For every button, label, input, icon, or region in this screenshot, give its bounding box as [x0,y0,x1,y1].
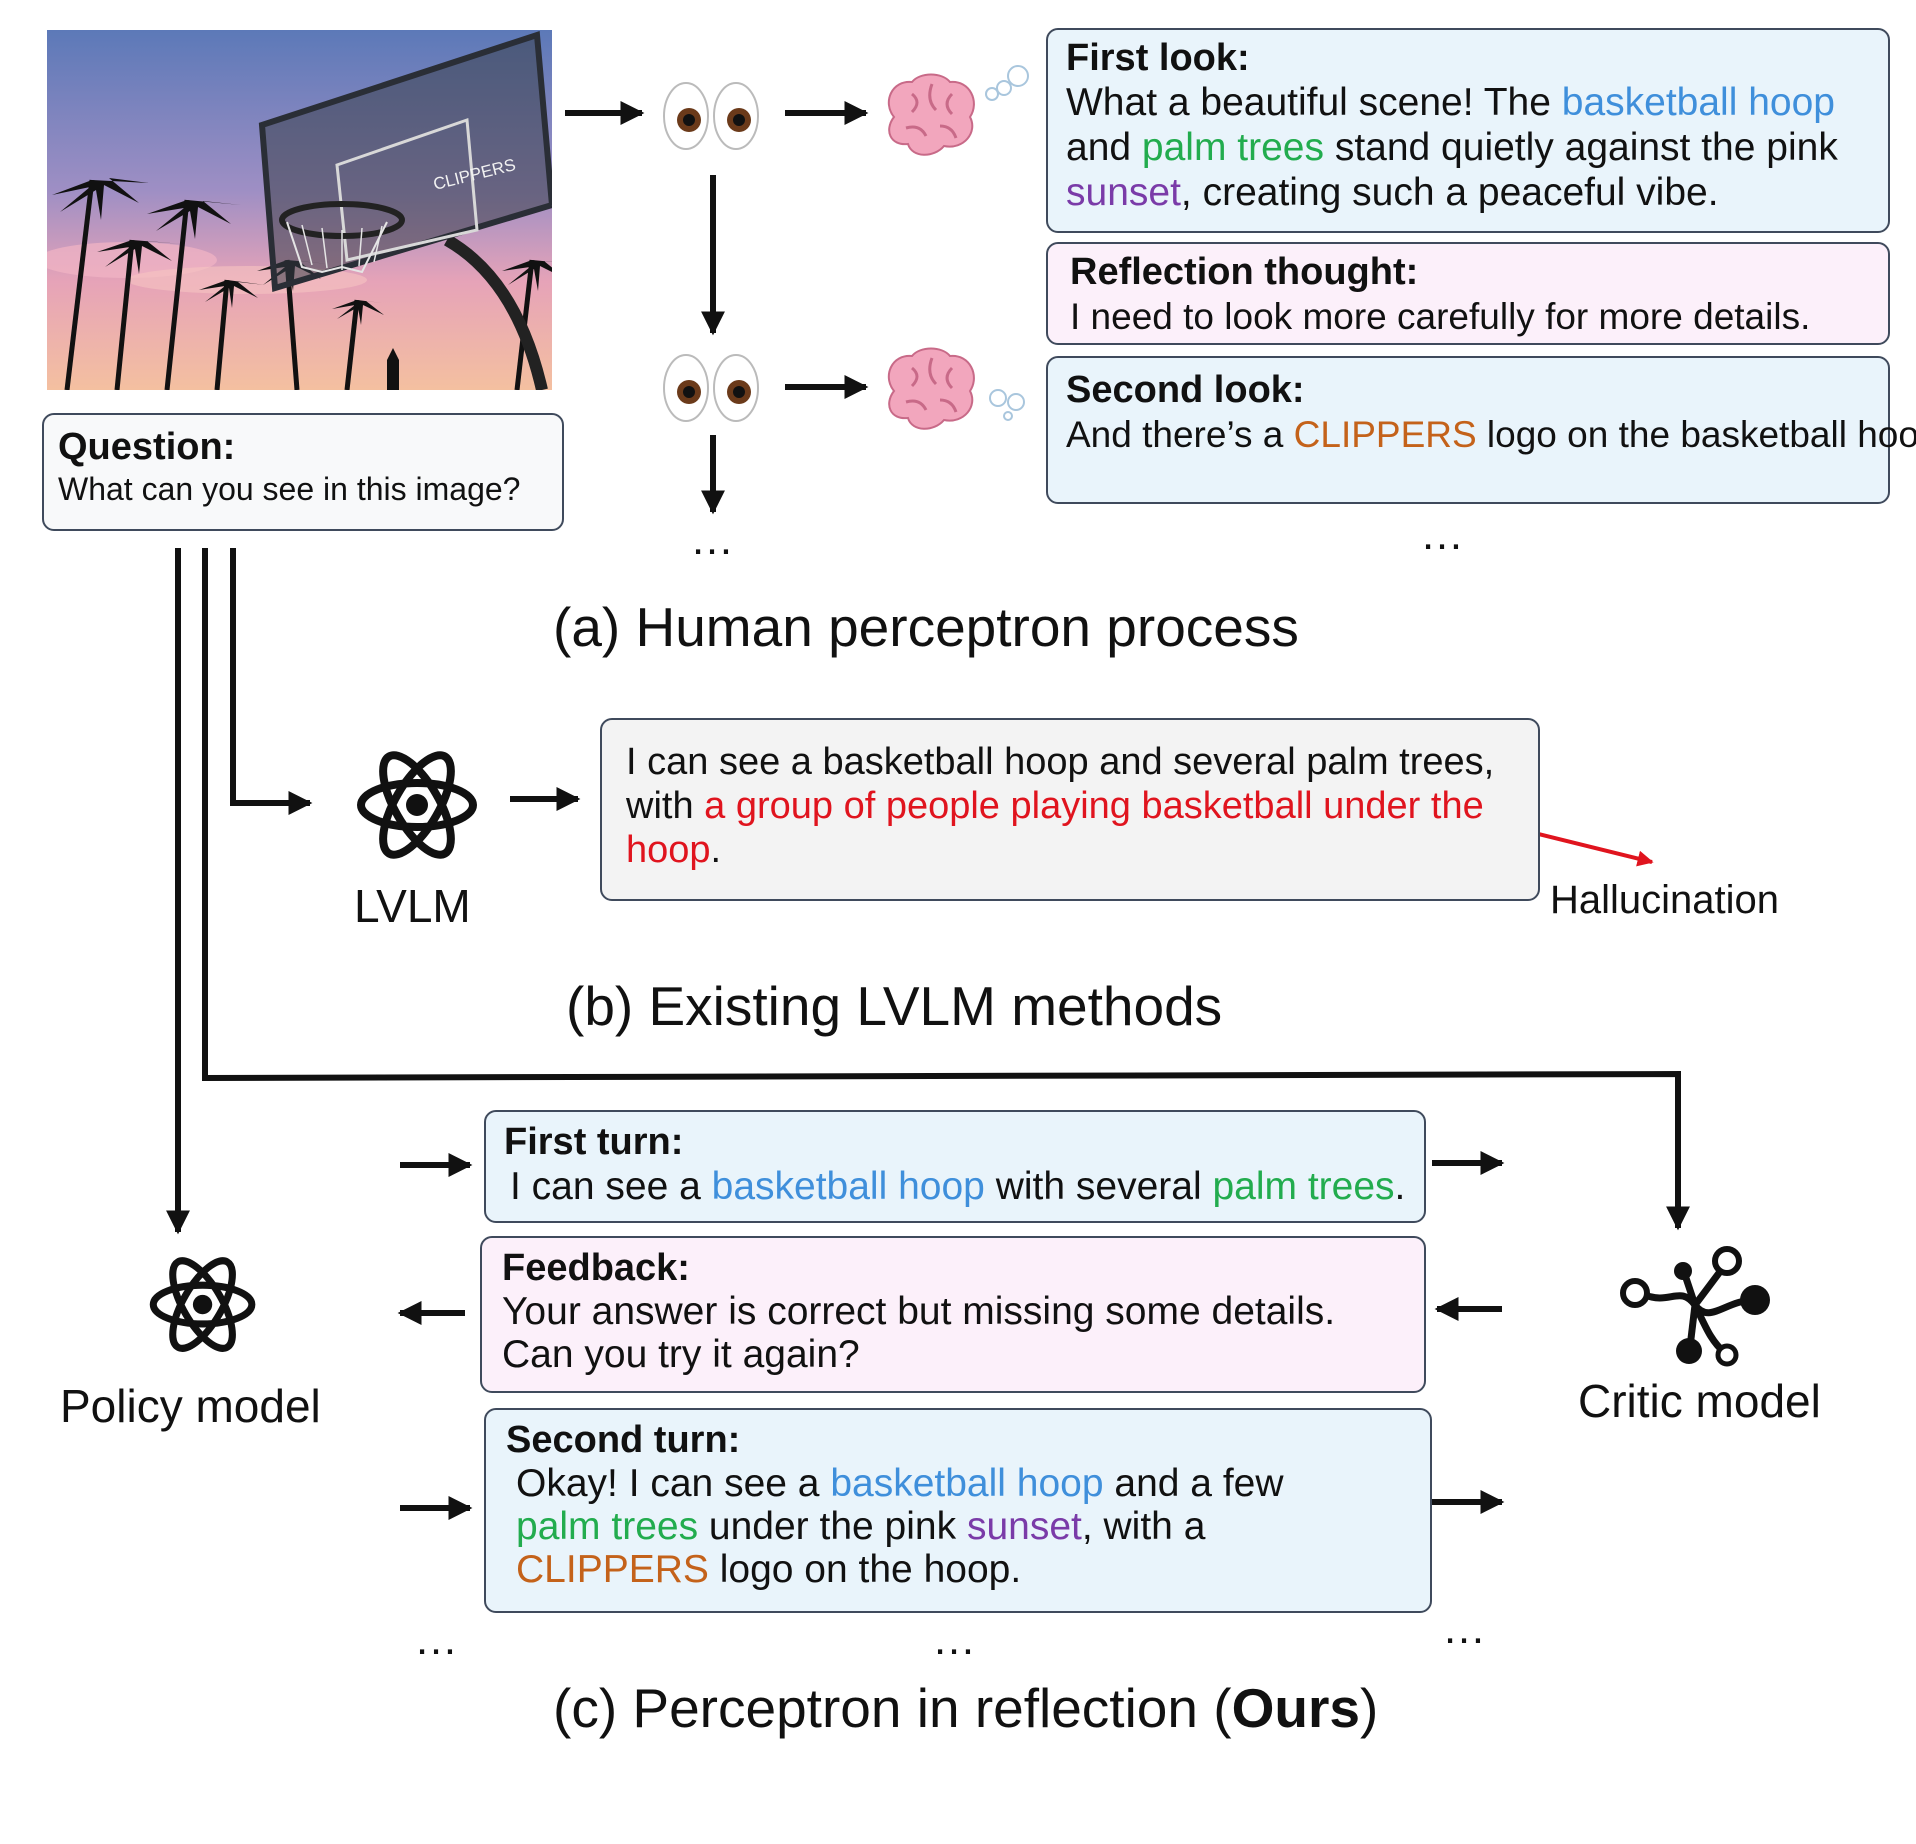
caption-b: (b) Existing LVLM methods [566,975,1223,1037]
question-box: Question: What can you see in this image… [42,413,564,531]
text-segment: . [710,829,722,871]
highlight-purple: sunset [1066,171,1181,214]
second-look-box: Second look: And there’s a CLIPPERS logo… [1046,356,1916,504]
reflection-heading: Reflection thought: [1070,251,1419,293]
atom-icon [355,738,480,878]
text-segment: with several [984,1165,1213,1208]
first-turn-text: I can see a basketball hoop with several… [504,1164,1406,1209]
question-heading: Question: [58,426,236,468]
second-look-text: And there’s a CLIPPERS logo on the baske… [1066,412,1916,457]
highlight-red: a group of people playing basketball und… [626,785,1484,871]
highlight-blue: basketball hoop [1561,81,1835,124]
highlight-blue: basketball hoop [830,1462,1104,1505]
atom-icon [148,1245,258,1370]
caption-c-prefix: (c) Perceptron in reflection ( [553,1677,1232,1739]
text-segment: . [1394,1165,1406,1208]
text-segment: What a beautiful scene! The [1066,81,1562,124]
line-to-lvlm [230,548,313,815]
text-segment: , with a [1081,1505,1206,1548]
ellipsis: … [414,1615,464,1664]
feedback-text: Your answer is correct but missing some … [502,1290,1404,1376]
text-segment: , creating such a peaceful vibe. [1180,171,1719,214]
first-turn-box: First turn: I can see a basketball hoop … [484,1110,1426,1223]
highlight-green: palm trees [516,1505,699,1548]
first-look-text: What a beautiful scene! The basketball h… [1066,80,1870,215]
ellipsis: … [690,515,740,564]
ellipsis: … [1442,1604,1492,1653]
highlight-purple: sunset [966,1505,1082,1548]
highlight-green: palm trees [1141,126,1324,169]
highlight-blue: basketball hoop [711,1165,985,1208]
text-segment: logo on the hoop. [708,1548,1022,1591]
reflection-text: I need to look more carefully for more d… [1070,294,1866,339]
text-segment: logo on the basketball hoop. [1476,414,1916,455]
second-turn-heading: Second turn: [506,1419,741,1461]
scene-photo-drawing: CLIPPERS [47,30,552,390]
text-segment: and [1066,126,1142,169]
policy-model-label: Policy model [60,1380,321,1432]
highlight-green: palm trees [1212,1165,1395,1208]
text-segment: And there’s a [1066,414,1294,455]
critic-model-label: Critic model [1578,1375,1821,1427]
text-segment: Okay! I can see a [516,1462,831,1505]
brain-icon [882,346,980,437]
text-segment: stand quietly against the pink [1323,126,1838,169]
highlight-orange: CLIPPERS [516,1548,709,1591]
first-look-heading: First look: [1066,37,1250,79]
reflection-box: Reflection thought: I need to look more … [1046,242,1890,345]
question-text: What can you see in this image? [58,471,521,507]
ellipsis: … [932,1615,982,1664]
text-segment: I need to look more carefully for more d… [1070,296,1811,337]
lvlm-output-box: I can see a basketball hoop and several … [600,718,1540,901]
second-look-heading: Second look: [1066,369,1305,411]
brain-icon [882,72,980,163]
caption-c-suffix: ) [1359,1677,1379,1739]
text-segment: I can see a [510,1165,712,1208]
second-turn-box: Second turn: Okay! I can see a basketbal… [484,1408,1432,1613]
caption-c-bold: Ours [1231,1677,1360,1739]
network-icon [1615,1245,1775,1375]
lvlm-label: LVLM [354,880,471,932]
text-segment: and a few [1103,1462,1284,1505]
text-segment: Your answer is correct but missing some … [502,1290,1336,1376]
highlight-orange: CLIPPERS [1293,414,1477,455]
eyes-icon [661,352,761,429]
second-turn-text: Okay! I can see a basketball hoop and a … [506,1462,1410,1591]
feedback-heading: Feedback: [502,1247,690,1289]
first-turn-heading: First turn: [504,1121,684,1163]
ellipsis: … [1420,510,1470,559]
caption-a: (a) Human perceptron process [553,596,1299,658]
thought-bubbles-icon [988,382,1028,427]
hallucination-label: Hallucination [1550,878,1780,922]
lvlm-output-text: I can see a basketball hoop and several … [626,740,1514,872]
caption-c: (c) Perceptron in reflection (Ours) [553,1677,1378,1739]
eyes-icon [661,80,761,157]
text-segment: I can see a basketball hoop and several … [626,741,1495,827]
scene-photo: CLIPPERS [47,30,552,390]
feedback-box: Feedback: Your answer is correct but mis… [480,1236,1426,1393]
text-segment: under the pink [698,1505,967,1548]
line-to-critic [202,548,1690,1231]
first-look-box: First look: What a beautiful scene! The … [1046,28,1890,233]
thought-bubbles-icon [984,62,1030,111]
